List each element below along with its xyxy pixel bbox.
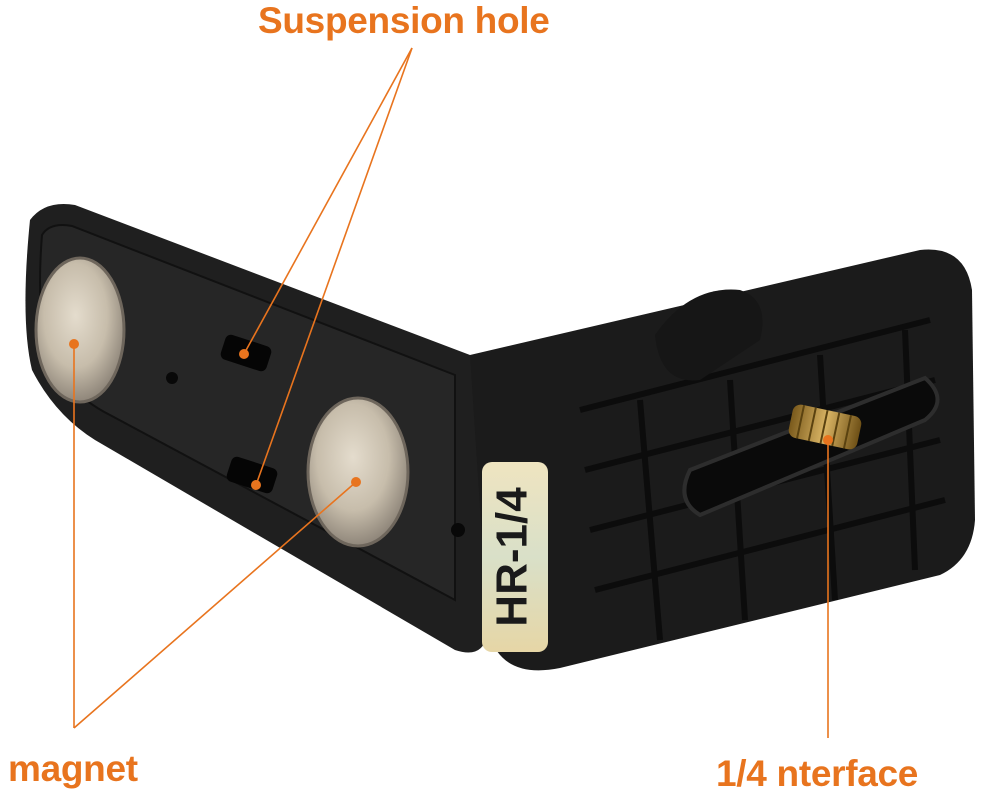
leader-lines: [73, 47, 829, 738]
callout-interface: 1/4 nterface: [716, 753, 919, 794]
screw-hole: [451, 523, 465, 537]
marking-plate: [482, 462, 548, 652]
lock-knob: [655, 289, 763, 381]
magnet-left: [34, 256, 126, 404]
suspension-hole-lower: [226, 456, 278, 494]
callout-suspension-hole: Suspension hole: [258, 0, 550, 41]
brass-screw: [788, 404, 862, 450]
callout-magnet: magnet: [8, 748, 138, 789]
product-marking: HR-1/4: [488, 487, 537, 627]
magnet-right: [306, 396, 410, 548]
screw-hole: [166, 372, 178, 384]
leader-dots: [69, 339, 833, 490]
adjustment-slot: [682, 375, 940, 518]
